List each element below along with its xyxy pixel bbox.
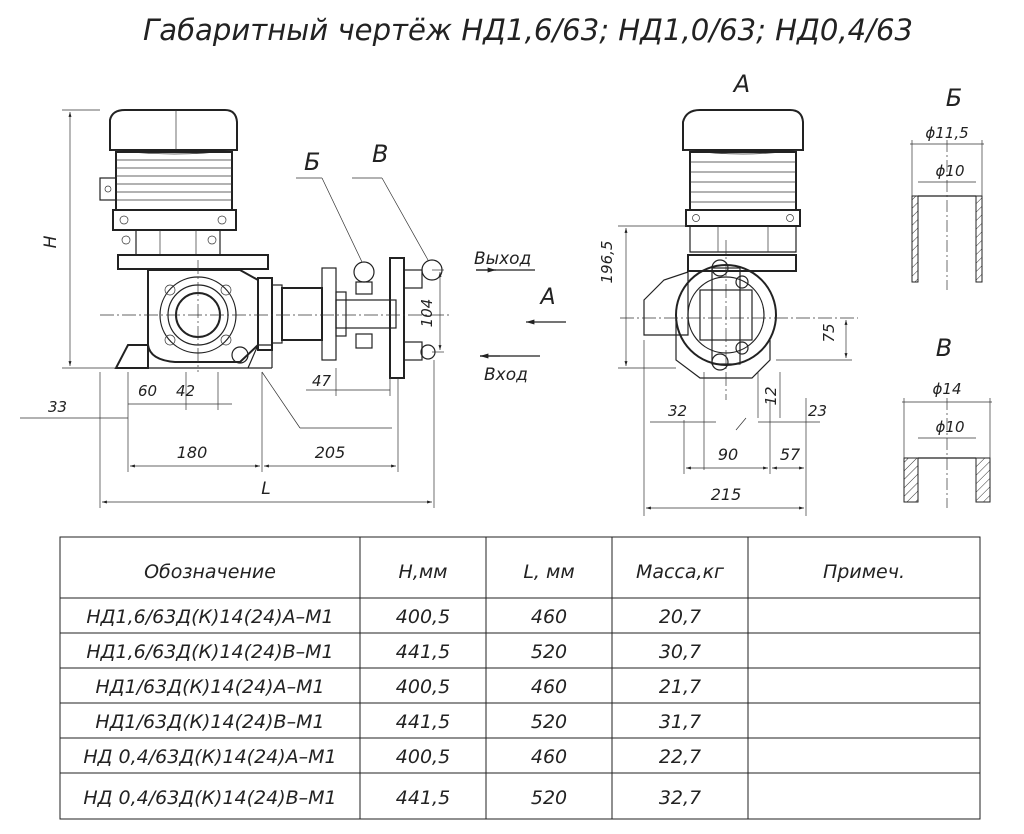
valve-b [353,261,375,283]
cell-designation: НД1/63Д(К)14(24)В–М1 [95,711,324,733]
cell-mass: 31,7 [659,711,701,733]
cell-designation: НД 0,4/63Д(К)14(24)А–М1 [83,746,336,768]
detail-b-outer: ϕ11,5 [925,124,968,142]
cell-mass: 30,7 [659,641,701,663]
pump-housing [147,269,259,363]
cell-l: 460 [531,746,567,768]
dim-215: 215 [711,485,742,504]
motor-cap [109,109,238,151]
cell-designation: НД1,6/63Д(К)14(24)А–М1 [86,606,333,628]
motor-flange [112,209,237,231]
cell-mass: 21,7 [659,676,701,698]
inlet-label: Вход [484,365,528,385]
adapter [135,230,221,256]
table-header-designation: Обозначение [144,561,276,583]
dim-104: 104 [418,299,436,328]
dim-42: 42 [176,382,195,400]
cell-l: 460 [531,606,567,628]
table-header-h: Н,мм [399,561,448,583]
side-view-label: A [732,70,750,98]
dim-90: 90 [718,445,738,464]
dim-h-label: H [41,235,61,248]
table-row: НД 0,4/63Д(К)14(24)А–М1 400,5 460 22,7 [83,746,701,768]
cell-designation: НД 0,4/63Д(К)14(24)В–М1 [83,787,336,809]
detail-v-label: В [936,334,952,362]
cell-l: 520 [531,711,567,733]
dim-47: 47 [312,372,332,390]
table-row: НД1/63Д(К)14(24)А–М1 400,5 460 21,7 [95,676,701,698]
dim-60: 60 [138,382,157,400]
arrow-a-label: A [538,285,555,310]
cell-mass: 22,7 [659,746,701,768]
front-view: H 104 Выход A Вход Б В 47 33 [20,109,566,508]
cell-l: 520 [531,787,567,809]
detail-b-inner: ϕ10 [936,162,965,180]
callout-b-label: Б [304,148,320,176]
dim-33: 33 [48,398,67,416]
motor-body [115,151,233,211]
drive-flange [257,277,273,351]
detail-v-outer: ϕ14 [933,380,962,398]
cell-mass: 20,7 [659,606,701,628]
dim-57: 57 [780,445,801,464]
dim-75: 75 [820,323,838,342]
detail-v-inner: ϕ10 [936,418,965,436]
dim-205: 205 [315,443,346,462]
cell-designation: НД1,6/63Д(К)14(24)В–М1 [86,641,333,663]
drawing-title: Габаритный чертёж НД1,6/63; НД1,0/63; НД… [143,13,913,47]
cell-h: 400,5 [396,746,450,768]
table-header-notes: Примеч. [823,561,905,583]
table-row: НД1/63Д(К)14(24)В–М1 441,5 520 31,7 [95,711,701,733]
cell-l: 520 [531,641,567,663]
table-header-l: L, мм [523,561,574,583]
dim-l-label: L [261,479,270,499]
terminal-box [99,177,117,201]
dim-196: 196,5 [598,241,616,284]
outlet-label: Выход [474,249,531,269]
detail-b-label: Б [946,84,962,112]
cell-designation: НД1/63Д(К)14(24)А–М1 [95,676,324,698]
cell-h: 441,5 [396,641,450,663]
dim-180: 180 [177,443,208,462]
detail-b: Б ϕ11,5 ϕ10 [910,84,984,290]
table-header-mass: Масса,кг [636,561,725,583]
table-row: НД 0,4/63Д(К)14(24)В–М1 441,5 520 32,7 [83,787,701,809]
side-view-a: A 196,5 7 [598,70,858,516]
callout-v-label: В [372,140,388,168]
cell-mass: 32,7 [659,787,701,809]
reducer-plate [117,254,269,270]
coupling [281,287,323,341]
cell-l: 460 [531,676,567,698]
dim-12: 12 [762,386,780,405]
side-housing [687,254,797,272]
cell-h: 400,5 [396,606,450,628]
cell-h: 400,5 [396,676,450,698]
spec-table: Обозначение Н,мм L, мм Масса,кг Примеч. … [59,536,981,820]
cell-h: 441,5 [396,787,450,809]
shaft-flange [321,267,337,361]
valve-body [389,257,405,379]
dim-23: 23 [808,402,827,420]
cell-h: 441,5 [396,711,450,733]
table-row: НД1,6/63Д(К)14(24)А–М1 400,5 460 20,7 [86,606,701,628]
table-row: НД1,6/63Д(К)14(24)В–М1 441,5 520 30,7 [86,641,701,663]
detail-v: В ϕ14 ϕ10 [902,334,992,508]
base-feet [114,344,149,369]
dim-32: 32 [668,402,687,420]
